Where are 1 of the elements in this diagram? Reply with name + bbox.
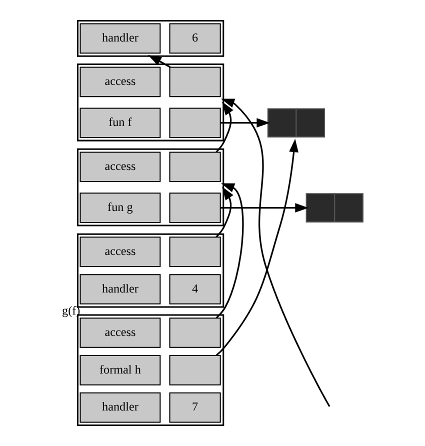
- node-label: g(f): [62, 304, 80, 318]
